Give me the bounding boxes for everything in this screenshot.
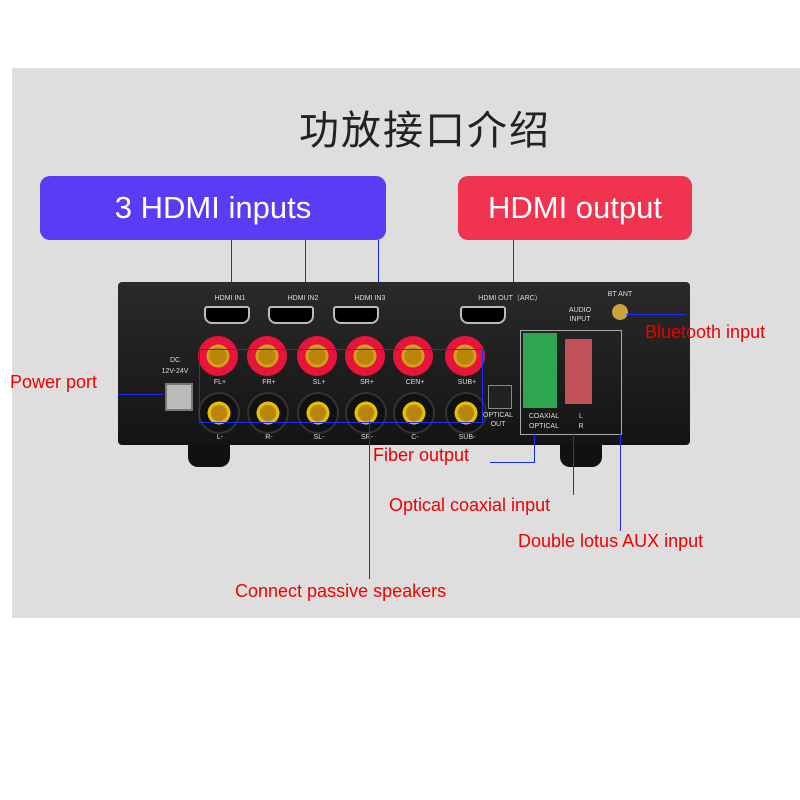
speaker-terminal-plus bbox=[445, 336, 485, 376]
leader-line bbox=[378, 240, 379, 282]
leader-line bbox=[369, 421, 370, 579]
device-foot bbox=[188, 445, 230, 467]
leader-line bbox=[534, 433, 535, 463]
speaker-terminal-plus bbox=[393, 336, 433, 376]
leader-line bbox=[490, 462, 535, 463]
leader-line bbox=[513, 240, 514, 282]
optical-coaxial-input-label: Optical coaxial input bbox=[389, 495, 551, 515]
terminal-label: SL- bbox=[313, 434, 325, 441]
passive-speakers-label: Connect passive speakers bbox=[235, 581, 447, 601]
coaxial-label: COAXIAL bbox=[528, 413, 560, 420]
dc-power-jack bbox=[165, 383, 193, 411]
optical-label: OPTICAL bbox=[529, 423, 559, 430]
dc-label: DC bbox=[169, 357, 181, 364]
leader-line bbox=[118, 394, 163, 395]
leader-line bbox=[620, 433, 621, 531]
double-lotus-aux-label: Double lotus AUX input bbox=[518, 531, 704, 551]
dc-range-label: 12V-24V bbox=[161, 368, 189, 375]
fiber-output-label: Fiber output bbox=[373, 445, 470, 465]
hdmi-in1-port bbox=[204, 306, 250, 324]
leader-line bbox=[626, 314, 686, 315]
terminal-label: SR+ bbox=[360, 379, 374, 386]
terminal-label: SR- bbox=[360, 434, 374, 441]
device-foot bbox=[560, 445, 602, 467]
hdmi-output-callout: HDMI output bbox=[458, 176, 692, 240]
speaker-terminal-minus bbox=[297, 392, 339, 434]
bt-antenna-connector bbox=[612, 304, 628, 320]
speaker-terminal-minus bbox=[345, 392, 387, 434]
speaker-highlight-box bbox=[199, 349, 483, 423]
leader-line bbox=[231, 240, 232, 282]
terminal-label: FR+ bbox=[262, 379, 276, 386]
terminal-label: C- bbox=[411, 434, 419, 441]
terminal-label: SL+ bbox=[312, 379, 326, 386]
speaker-terminal-minus bbox=[198, 392, 240, 434]
hdmi-in2-port bbox=[268, 306, 314, 324]
hdmi-in1-label: HDMI IN1 bbox=[214, 295, 246, 302]
hdmi-inputs-callout: 3 HDMI inputs bbox=[40, 176, 386, 240]
terminal-label: SUB- bbox=[458, 434, 476, 441]
speaker-terminal-plus bbox=[198, 336, 238, 376]
hdmi-in2-label: HDMI IN2 bbox=[287, 295, 319, 302]
r-label: R bbox=[578, 423, 584, 430]
speaker-terminal-plus bbox=[247, 336, 287, 376]
hdmi-out-label: HDMI OUT（ARC） bbox=[478, 295, 542, 302]
speaker-terminal-plus bbox=[345, 336, 385, 376]
terminal-label: CEN+ bbox=[405, 379, 425, 386]
speaker-terminal-minus bbox=[393, 392, 435, 434]
terminal-label: SUB+ bbox=[457, 379, 477, 386]
speaker-terminal-minus bbox=[247, 392, 289, 434]
terminal-label: L- bbox=[216, 434, 224, 441]
terminal-label: FL+ bbox=[213, 379, 227, 386]
leader-line bbox=[573, 433, 574, 495]
speaker-terminal-plus bbox=[297, 336, 337, 376]
page-title: 功放接口介绍 bbox=[299, 108, 551, 154]
hdmi-in3-label: HDMI IN3 bbox=[354, 295, 386, 302]
optical-out-label: OPTICAL OUT bbox=[483, 412, 513, 428]
hdmi-out-port bbox=[460, 306, 506, 324]
coaxial-optical-input bbox=[523, 333, 557, 408]
power-port-label: Power port bbox=[10, 372, 98, 392]
optical-out-port bbox=[488, 385, 512, 409]
l-label: L bbox=[579, 413, 583, 420]
hdmi-in3-port bbox=[333, 306, 379, 324]
bluetooth-input-label: Bluetooth input bbox=[645, 322, 766, 342]
leader-line bbox=[305, 240, 306, 282]
audio-input-box bbox=[520, 330, 622, 435]
speaker-terminal-minus bbox=[445, 392, 487, 434]
bt-ant-label: BT ANT bbox=[607, 291, 633, 298]
audio-input-label: AUDIO INPUT bbox=[568, 307, 592, 323]
rca-lr-input bbox=[565, 339, 592, 404]
terminal-label: R- bbox=[265, 434, 273, 441]
